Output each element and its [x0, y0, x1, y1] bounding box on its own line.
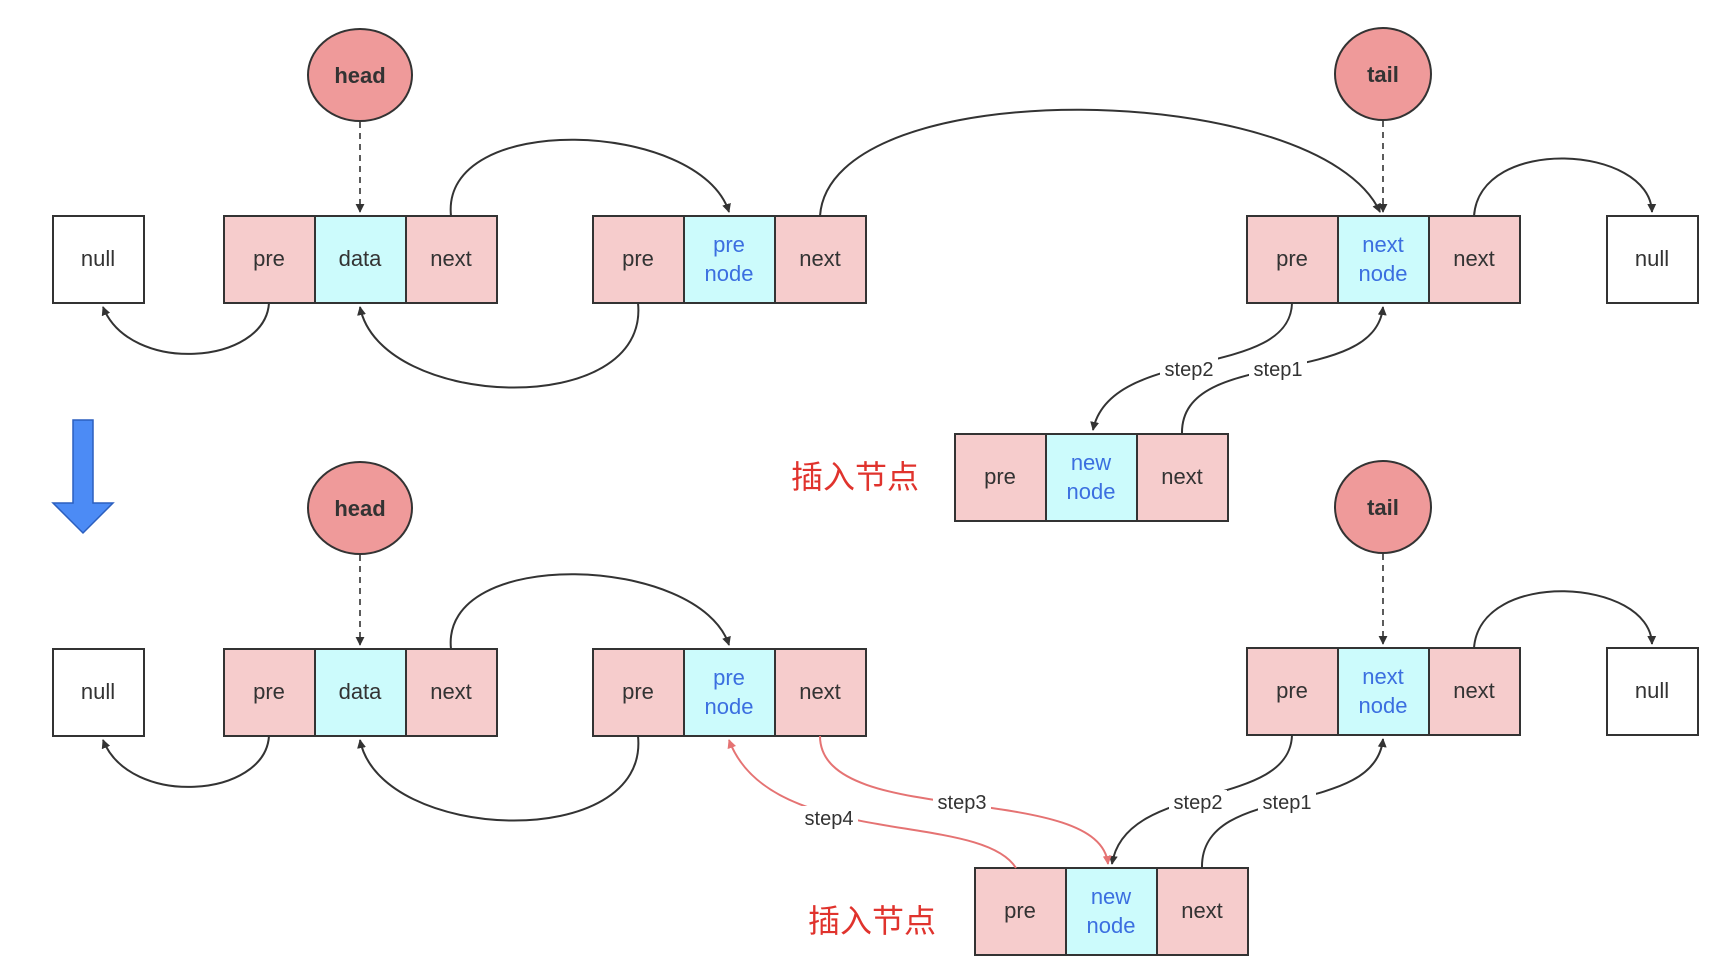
null-node-right: null: [1606, 215, 1699, 304]
pre-to-null-arrow: [101, 302, 270, 355]
null-label: null: [1635, 246, 1669, 271]
pre-cell-label: pre: [253, 679, 285, 704]
pre-node-label-line1: pre: [713, 232, 745, 257]
head-node: pre data next: [223, 215, 498, 304]
null-label: null: [81, 246, 115, 271]
tail-pointer: tail: [1334, 27, 1432, 213]
pre-cell-label: pre: [1004, 898, 1036, 923]
head-node: pre data next: [223, 648, 498, 737]
tail-pointer: tail: [1334, 460, 1432, 645]
next-node: pre next node next: [1246, 215, 1521, 304]
insert-node-label: 插入节点: [791, 458, 919, 496]
pre-node-pre-to-head-arrow: [357, 302, 640, 389]
step4-arrow: [727, 739, 1017, 869]
null-label: null: [1635, 678, 1669, 703]
step1-label: step1: [1254, 359, 1303, 381]
pre-node-next-to-next-node-arrow: [819, 108, 1381, 217]
data-cell-label: data: [339, 679, 383, 704]
head-label: head: [334, 63, 385, 88]
head-next-to-pre-node-arrow: [449, 573, 731, 650]
next-node-next-to-null-arrow: [1473, 590, 1657, 649]
step2-label: step2: [1165, 359, 1214, 381]
pre-cell-label: pre: [253, 246, 285, 271]
bottom-diagram: null pre data next pre pre node next pre…: [52, 460, 1699, 956]
next-node-next-to-null-arrow: [1473, 157, 1657, 217]
null-node-left: null: [52, 215, 145, 304]
new-node-label-line1: new: [1071, 450, 1111, 475]
head-label: head: [334, 496, 385, 521]
step2-label: step2: [1174, 792, 1223, 814]
pre-node-label-line2: node: [705, 694, 754, 719]
tail-label: tail: [1367, 495, 1399, 520]
new-node-label-line1: new: [1091, 884, 1131, 909]
null-label: null: [81, 679, 115, 704]
next-cell-label: next: [1181, 898, 1223, 923]
pre-node-label-line2: node: [705, 261, 754, 286]
insert-node-label: 插入节点: [808, 902, 936, 940]
tail-label: tail: [1367, 62, 1399, 87]
next-cell-label: next: [1453, 678, 1495, 703]
next-node-label-line1: next: [1362, 232, 1404, 257]
step3-label: step3: [938, 792, 987, 814]
head-pointer: head: [307, 28, 413, 213]
pre-cell-label: pre: [984, 464, 1016, 489]
next-node-label-line1: next: [1362, 664, 1404, 689]
next-cell-label: next: [430, 246, 472, 271]
step1-label: step1: [1263, 792, 1312, 814]
next-cell-label: next: [430, 679, 472, 704]
head-next-to-pre-node-arrow: [449, 138, 731, 217]
new-node-label-line2: node: [1067, 479, 1116, 504]
null-node-right: null: [1606, 647, 1699, 736]
pre-node-pre-to-head-arrow: [357, 735, 640, 822]
pre-node: pre pre node next: [592, 648, 867, 737]
next-cell-label: next: [1161, 464, 1203, 489]
pre-cell-label: pre: [622, 679, 654, 704]
top-diagram: null pre data next pre pre node next pre: [52, 27, 1699, 522]
pre-cell-label: pre: [622, 246, 654, 271]
pre-node: pre pre node next: [592, 215, 867, 304]
next-node-label-line2: node: [1359, 261, 1408, 286]
new-node-label-line2: node: [1087, 913, 1136, 938]
null-node-left: null: [52, 648, 145, 737]
arrow-down-icon: [51, 419, 115, 535]
next-cell-label: next: [1453, 246, 1495, 271]
pre-cell-label: pre: [1276, 678, 1308, 703]
step4-label: step4: [805, 808, 854, 830]
data-cell-label: data: [339, 246, 383, 271]
next-node-label-line2: node: [1359, 693, 1408, 718]
next-node: pre next node next: [1246, 647, 1521, 736]
new-node-bottom: pre new node next: [974, 867, 1249, 956]
new-node-top: pre new node next: [954, 433, 1229, 522]
next-cell-label: next: [799, 246, 841, 271]
head-pointer: head: [307, 461, 413, 646]
pre-cell-label: pre: [1276, 246, 1308, 271]
pre-to-null-arrow: [101, 735, 270, 788]
pre-node-label-line1: pre: [713, 665, 745, 690]
next-cell-label: next: [799, 679, 841, 704]
